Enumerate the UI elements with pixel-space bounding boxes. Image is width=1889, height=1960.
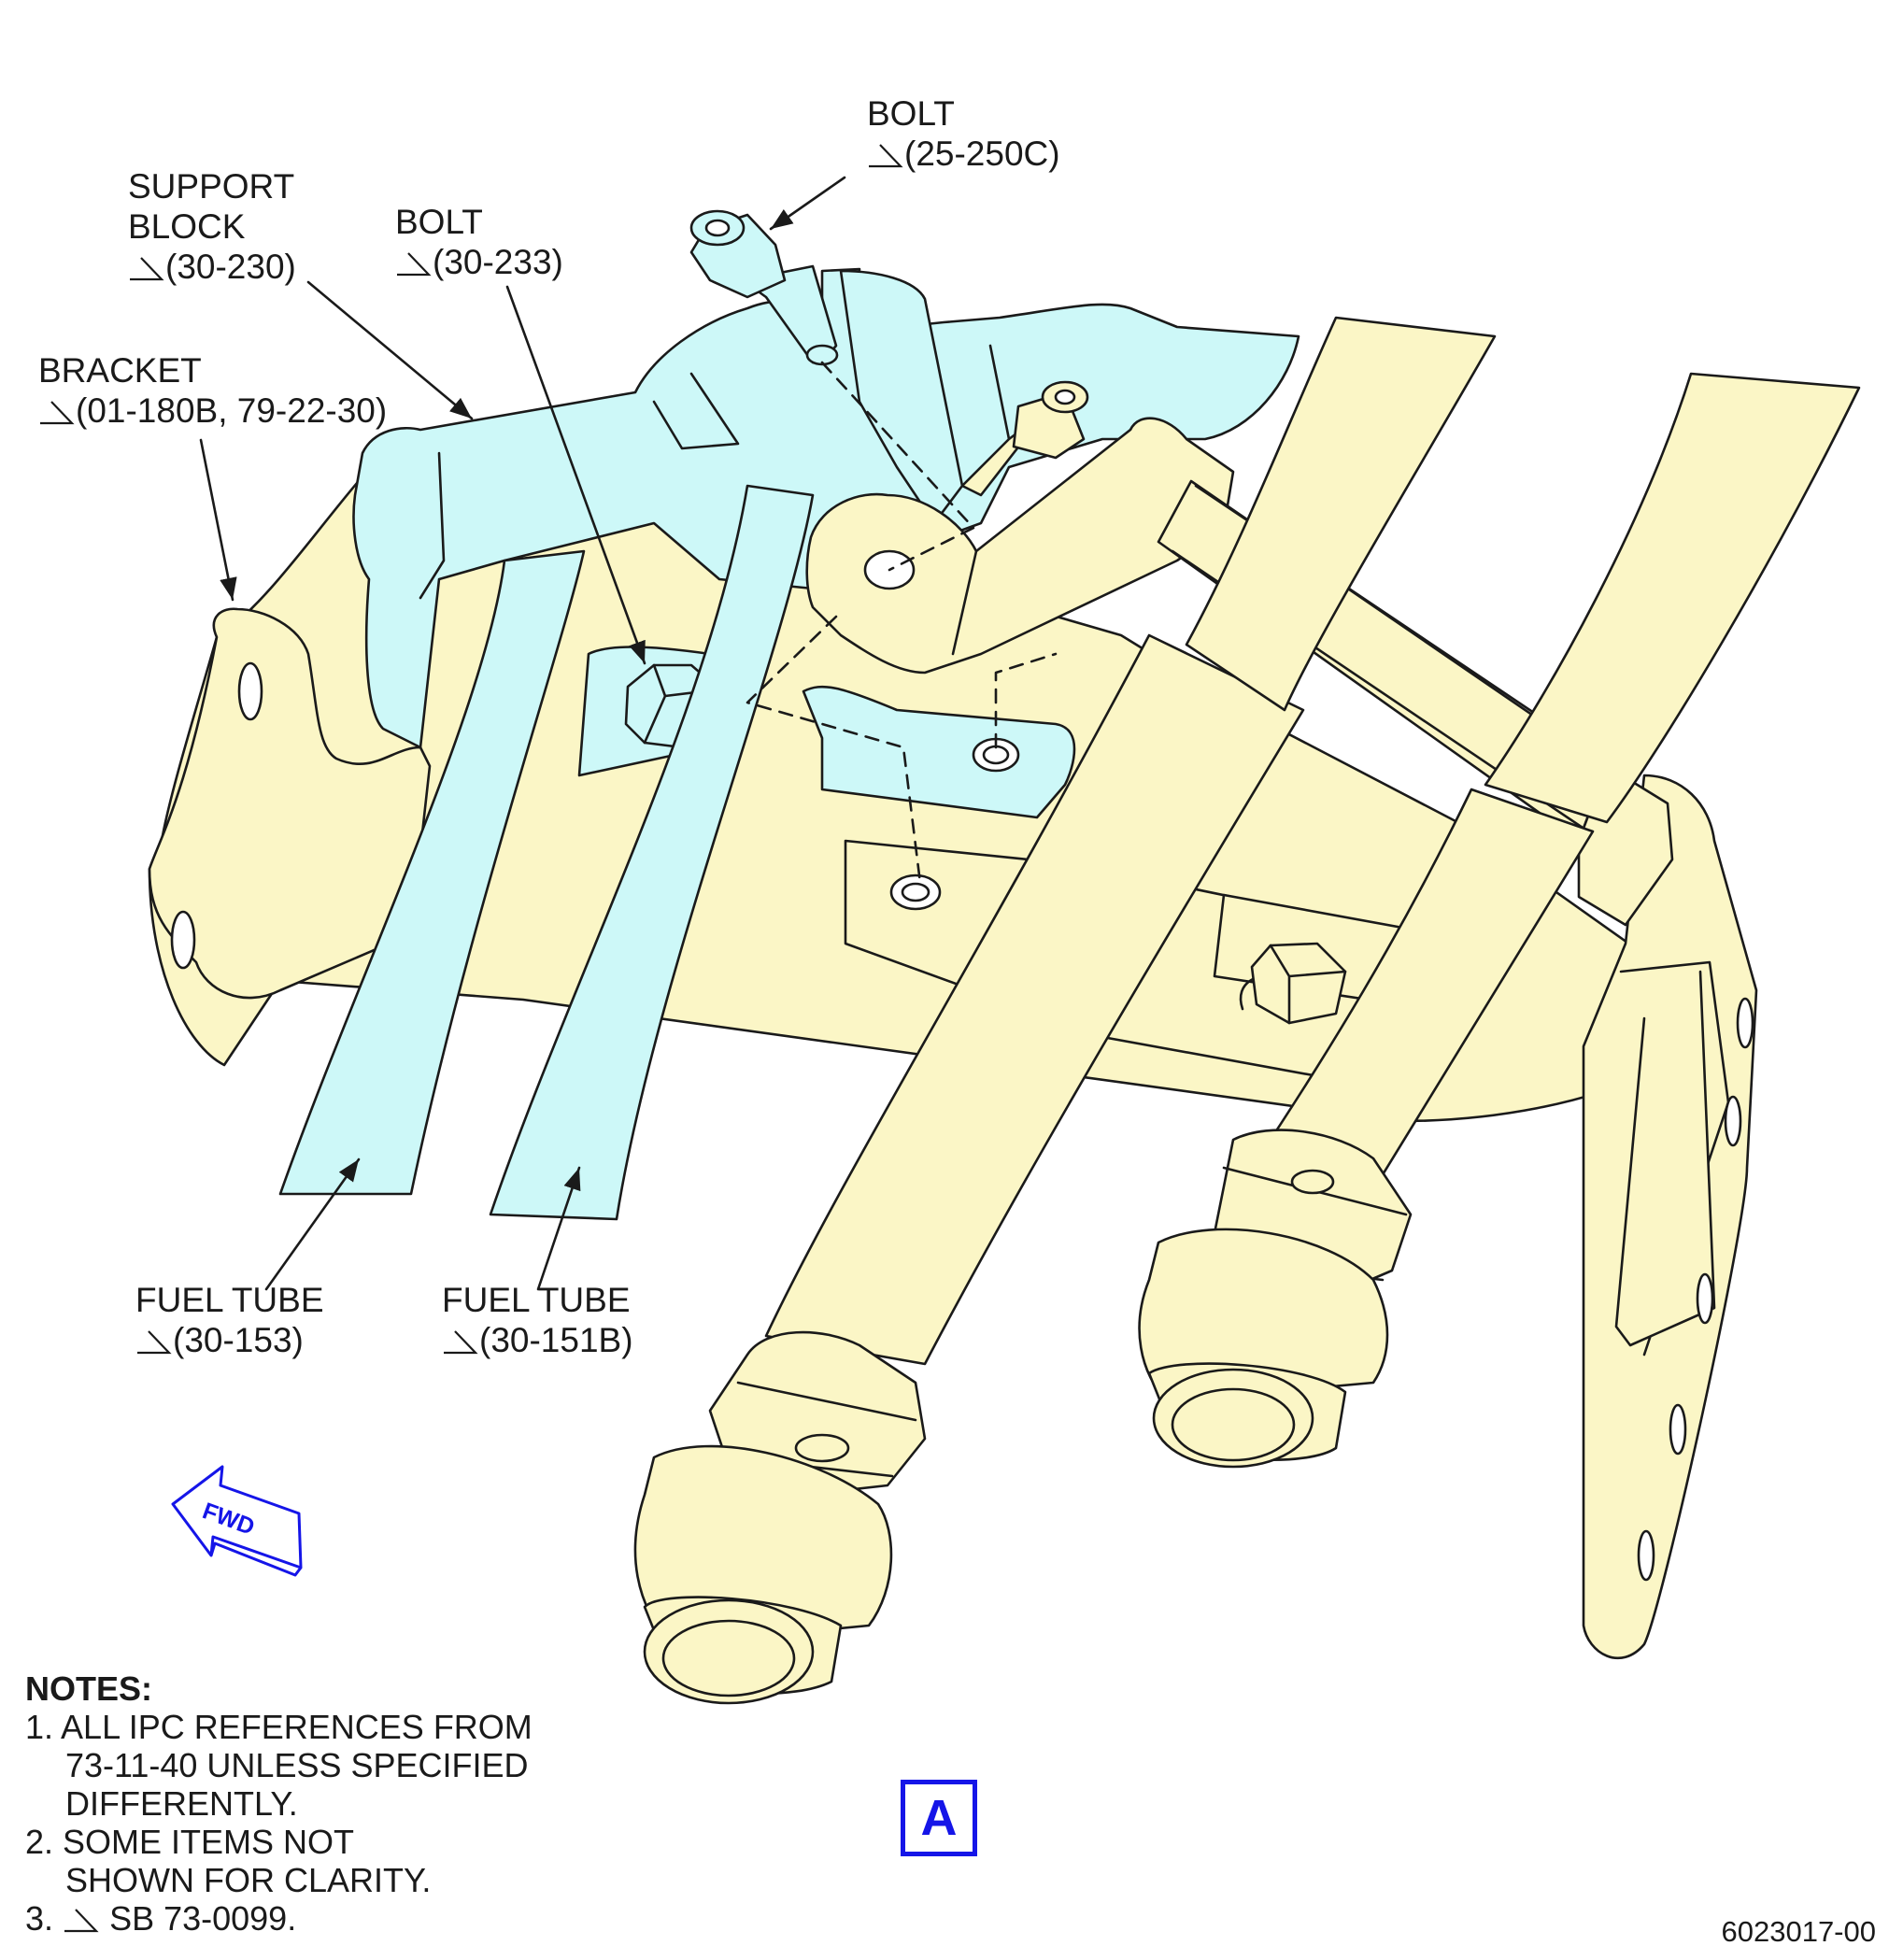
note-2-line-1: 2. SOME ITEMS NOT	[25, 1823, 355, 1861]
angle-bracket	[805, 417, 1235, 675]
callout-fuel-tube-2-name: FUEL TUBE	[442, 1281, 631, 1319]
callout-fuel-tube-1: FUEL TUBE (30-153)	[135, 1280, 324, 1360]
callout-bracket-name: BRACKET	[38, 351, 202, 390]
note-1-line-2: 73-11-40 UNLESS SPECIFIED	[65, 1746, 529, 1784]
note-3-prefix: 3.	[25, 1899, 54, 1938]
bolt-upper-right	[960, 380, 1089, 497]
callout-bolt-mid-ref: (30-233)	[433, 243, 563, 281]
leader-bracket	[199, 438, 237, 602]
notes-heading: NOTES:	[25, 1669, 153, 1708]
figure-number: 6023017-00	[1721, 1915, 1877, 1948]
fuel-tube-30-153	[278, 549, 586, 1196]
callout-support-block-line1: SUPPORT	[128, 167, 295, 206]
note-2-line-2: SHOWN FOR CLARITY.	[65, 1861, 432, 1899]
note-3: 3. SB 73-0099.	[25, 1899, 533, 1938]
triangle-ref-icon	[137, 1330, 172, 1355]
callout-bolt-mid: BOLT (30-233)	[395, 202, 563, 282]
callout-bolt-top-name: BOLT	[867, 94, 955, 133]
callout-fuel-tube-1-ref: (30-153)	[173, 1321, 304, 1359]
note-1-line-1: 1. ALL IPC REFERENCES FROM	[25, 1708, 533, 1746]
leader-bolt-mid	[505, 285, 646, 665]
callout-bolt-mid-name: BOLT	[395, 203, 483, 241]
callout-bolt-top: BOLT (25-250C)	[867, 93, 1060, 174]
fuel-tube-30-151B	[489, 484, 815, 1221]
left-fitting	[633, 1330, 927, 1705]
triangle-ref-icon	[397, 252, 432, 277]
callout-fuel-tube-1-name: FUEL TUBE	[135, 1281, 324, 1319]
callout-support-block: SUPPORT BLOCK (30-230)	[128, 166, 296, 287]
note-1-line-3: DIFFERENTLY.	[65, 1784, 298, 1823]
fwd-arrow-icon	[171, 1465, 303, 1577]
notes-block: NOTES: 1. ALL IPC REFERENCES FROM 73-11-…	[25, 1669, 533, 1938]
right-fitting	[1138, 1129, 1413, 1469]
callout-bracket-ref: (01-180B, 79-22-30)	[76, 391, 388, 430]
bolt-25-250c	[689, 209, 839, 366]
callout-fuel-tube-2-ref: (30-151B)	[479, 1321, 633, 1359]
leader-fuel-tube-2	[536, 1166, 581, 1291]
callout-bracket: BRACKET (01-180B, 79-22-30)	[38, 350, 387, 431]
triangle-ref-icon	[64, 1909, 99, 1933]
view-label-a: A	[901, 1780, 977, 1856]
leader-fuel-tube-1	[264, 1158, 361, 1291]
note-3-text: SB 73-0099.	[109, 1899, 297, 1938]
callout-support-block-ref: (30-230)	[165, 248, 296, 286]
callout-fuel-tube-2: FUEL TUBE (30-151B)	[442, 1280, 633, 1360]
triangle-ref-icon	[130, 257, 164, 281]
leader-bolt-top	[769, 176, 846, 231]
callout-support-block-line2: BLOCK	[128, 207, 246, 246]
triangle-ref-icon	[869, 144, 903, 168]
callout-bolt-top-ref: (25-250C)	[904, 135, 1060, 173]
triangle-ref-icon	[444, 1330, 478, 1355]
leader-support-block	[306, 280, 474, 420]
triangle-ref-icon	[40, 401, 75, 425]
